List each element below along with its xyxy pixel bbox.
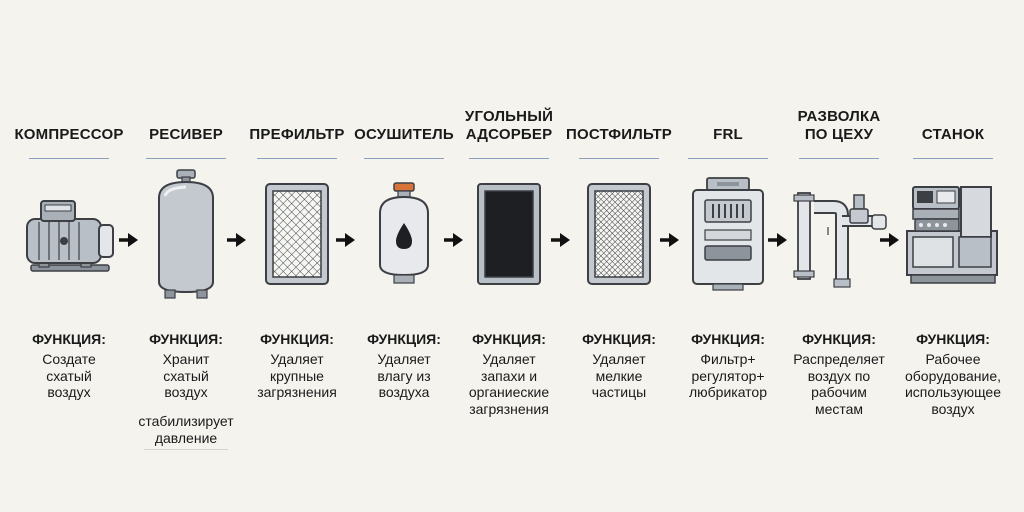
stage-9: СТАНОК ФУНКЦИЯ: Рабочее оборудование, ис… [898,0,1008,512]
stage-8: РАЗВОЛКА ПО ЦЕХУ ФУНКЦИЯ: Распределяет в… [784,0,894,512]
arrow-right-icon [879,230,901,250]
stage-6: ПОСТФИЛЬТР ФУНКЦИЯ: Удаляет мелкие части… [564,0,674,512]
arrow-right-icon [443,230,465,250]
stage-title: УГОЛЬНЫЙ АДСОРБЕР [464,108,554,143]
stage-title: ОСУШИТЕЛЬ [354,126,454,143]
function-label: ФУНКЦИЯ: [691,331,765,347]
function-description: Создате схатый воздух [42,351,96,400]
function-label: ФУНКЦИЯ: [260,331,334,347]
title-underline [29,158,109,159]
function-label: ФУНКЦИЯ: [32,331,106,347]
title-underline [469,158,549,159]
prefilter-icon [242,168,352,300]
frl-unit-icon [673,168,783,300]
title-underline [257,158,337,159]
stage-title: ПРЕФИЛЬТР [249,126,345,143]
carbon-adsorber-icon [454,168,564,300]
arrow-right-icon [767,230,789,250]
function-note: стабилизирует давление [138,413,234,446]
note-divider [144,449,228,450]
stage-title: РЕСИВЕР [149,126,223,143]
stage-title: СТАНОК [921,126,985,143]
function-label: ФУНКЦИЯ: [802,331,876,347]
compressor-icon [14,168,124,300]
function-description: Рабочее оборудование, использующее возду… [904,351,1002,417]
function-description: Распределяет воздух по рабочим местам [793,351,885,417]
piping-icon [784,168,894,300]
receiver-tank-icon [131,168,241,300]
function-label: ФУНКЦИЯ: [916,331,990,347]
stage-title: ПОСТФИЛЬТР [565,126,673,143]
stage-title: КОМПРЕССОР [14,126,124,143]
title-underline [799,158,879,159]
stage-7: FRL ФУНКЦИЯ: Фильтр+ регулятор+ любрикат… [673,0,783,512]
stage-3: ПРЕФИЛЬТР ФУНКЦИЯ: Удаляет крупные загря… [242,0,352,512]
title-underline [579,158,659,159]
title-underline [913,158,993,159]
function-label: ФУНКЦИЯ: [367,331,441,347]
arrow-right-icon [335,230,357,250]
postfilter-icon [564,168,674,300]
function-description: Удаляет запахи и органиеские загрязнения [468,351,550,417]
title-underline [364,158,444,159]
stage-1: КОМПРЕССОР ФУНКЦИЯ: Создате схатый возду… [14,0,124,512]
arrow-right-icon [659,230,681,250]
title-underline [146,158,226,159]
function-description: Удаляет крупные загрязнения [257,351,337,400]
stage-title: РАЗВОЛКА ПО ЦЕХУ [797,108,881,143]
machine-tool-icon [898,168,1008,300]
function-description: Фильтр+ регулятор+ любрикатор [688,351,768,400]
function-label: ФУНКЦИЯ: [582,331,656,347]
stage-4: ОСУШИТЕЛЬ ФУНКЦИЯ: Удаляет влагу из возд… [349,0,459,512]
function-label: ФУНКЦИЯ: [472,331,546,347]
function-description: Хранит схатый воздух [162,351,210,400]
title-underline [688,158,768,159]
arrow-right-icon [550,230,572,250]
stage-2: РЕСИВЕР ФУНКЦИЯ: Хранит схатый воздух ст… [131,0,241,512]
stage-5: УГОЛЬНЫЙ АДСОРБЕР ФУНКЦИЯ: Удаляет запах… [454,0,564,512]
function-description: Удаляет влагу из воздуха [377,351,431,400]
stage-title: FRL [713,126,743,143]
arrow-right-icon [118,230,140,250]
function-label: ФУНКЦИЯ: [149,331,223,347]
dryer-icon [349,168,459,300]
arrow-right-icon [226,230,248,250]
function-description: Удаляет мелкие частицы [591,351,647,400]
